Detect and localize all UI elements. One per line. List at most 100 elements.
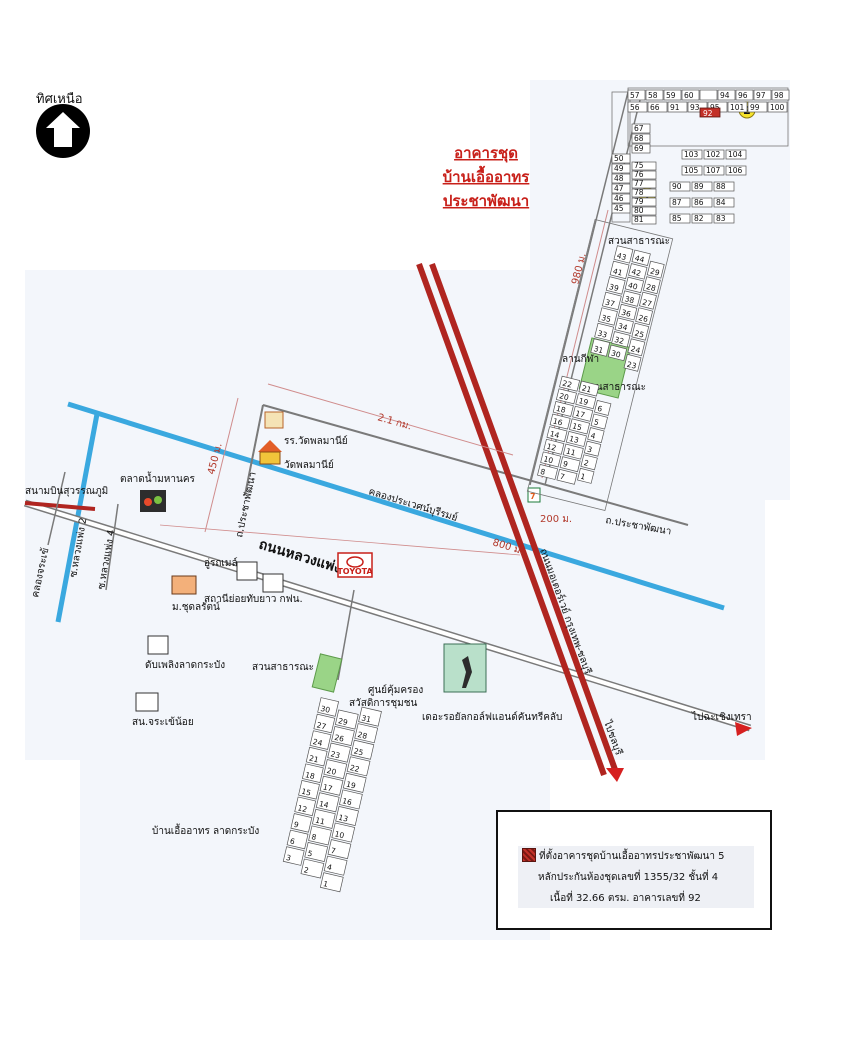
lot-box [323,855,348,876]
legend-line-2: หลักประกันห้องชุดเลขที่ 1355/32 ชั้นที่ … [538,872,719,883]
lot-box [286,829,309,850]
north-block-outline [627,87,789,147]
lot-box [315,792,340,813]
lot-number: 18 [555,404,567,415]
lot-number: 76 [634,170,644,179]
lot-box [304,842,329,862]
selected-building-label: 92 [703,109,713,118]
lot-number: 22 [561,379,573,390]
lot-box [350,739,375,760]
lot: 22 [346,756,371,777]
lot-box [290,813,313,833]
place-toyota: TOYOTA [337,552,373,578]
lot-box [590,413,608,430]
lot-number: 12 [297,803,309,814]
lot: 77 [631,179,657,189]
lot-box [323,759,348,780]
lot-number: 16 [341,796,353,807]
lot-number: 68 [634,134,644,143]
lot-number: 11 [314,816,326,827]
lot-box [559,456,581,473]
lot-number: 99 [750,103,760,112]
lot: 104 [725,149,747,160]
lot-number: 13 [568,434,580,445]
lot-number: 56 [630,103,640,112]
lot-box [543,438,565,455]
lot-number: 21 [308,754,320,765]
lot-box [609,260,630,280]
lot-number: 29 [337,716,349,727]
lot-box [611,331,631,348]
lot-box [317,697,340,717]
lot-number: 19 [578,396,590,407]
lot-box [594,322,614,342]
lot: 23 [623,353,642,372]
lot-number: 33 [597,329,609,340]
lot: 3 [282,846,305,866]
lot: 107 [703,165,725,176]
lot-number: 1 [579,472,586,482]
lot-number: 13 [338,813,350,824]
lot: 46 [611,193,631,204]
lot-box [598,307,618,326]
garage-label: อู่รถเมล์ [204,557,238,569]
lot: 59 [663,89,682,101]
lot-number: 48 [614,174,624,183]
lot: 32 [611,331,631,348]
lot: 18 [301,763,324,783]
lot-box [631,188,657,198]
lot: 102 [703,149,725,160]
lot: 36 [617,303,638,321]
lot-box [639,291,657,310]
lot-number: 2 [303,865,310,875]
lot-box [631,143,651,154]
lot-number: 91 [670,103,680,112]
lot-number: 104 [728,150,743,159]
lot: 42 [628,263,648,280]
dist-200: 200 ม. [540,514,572,525]
lot: 26 [331,726,355,747]
lot-number: 16 [552,416,564,427]
lot-box [309,730,332,750]
road-luang-phaeng-fill [24,501,751,730]
market-label: ตลาดน้ำมหานคร [120,471,196,485]
lot-box [331,726,355,747]
lot-box [691,197,713,208]
road-airport-segment [24,501,96,511]
lot-number: 28 [645,282,657,293]
lot-box [623,353,642,372]
lot-box [681,89,700,101]
golfer-icon [462,656,472,688]
lot-number: 21 [581,383,593,394]
lot-number: 82 [694,214,704,223]
place-park-south: สวนสาธารณะ [252,653,343,693]
lot-box [540,451,562,468]
school-icon [264,411,284,429]
lot: 89 [691,181,713,192]
lot-box [735,89,754,101]
lot: 15 [298,780,320,800]
lot-number: 18 [304,770,316,781]
north-label: ทิศเหนือ [36,91,83,107]
lot-box [771,89,790,101]
lot-box [308,825,332,846]
lot-box [631,161,657,171]
lot-box [681,165,703,176]
lot-number: 93 [690,103,700,112]
lot [699,89,718,101]
lot-number: 81 [634,215,644,224]
lot-box [611,173,631,184]
lot: 43 [613,245,634,264]
lot: 14 [546,426,568,443]
lot-box [631,170,657,180]
lot-number: 28 [357,730,369,741]
legend-swatch-icon [522,848,536,862]
lot: 100 [767,101,788,113]
lot: 80 [631,206,657,216]
baan-south-label: บ้านเอื้ออาทร ลาดกระบัง [152,823,259,837]
legend-inner [518,846,754,908]
lot-box [575,393,597,410]
lot: 48 [611,173,631,184]
lot-number: 10 [334,829,346,840]
lot-box [327,742,352,763]
